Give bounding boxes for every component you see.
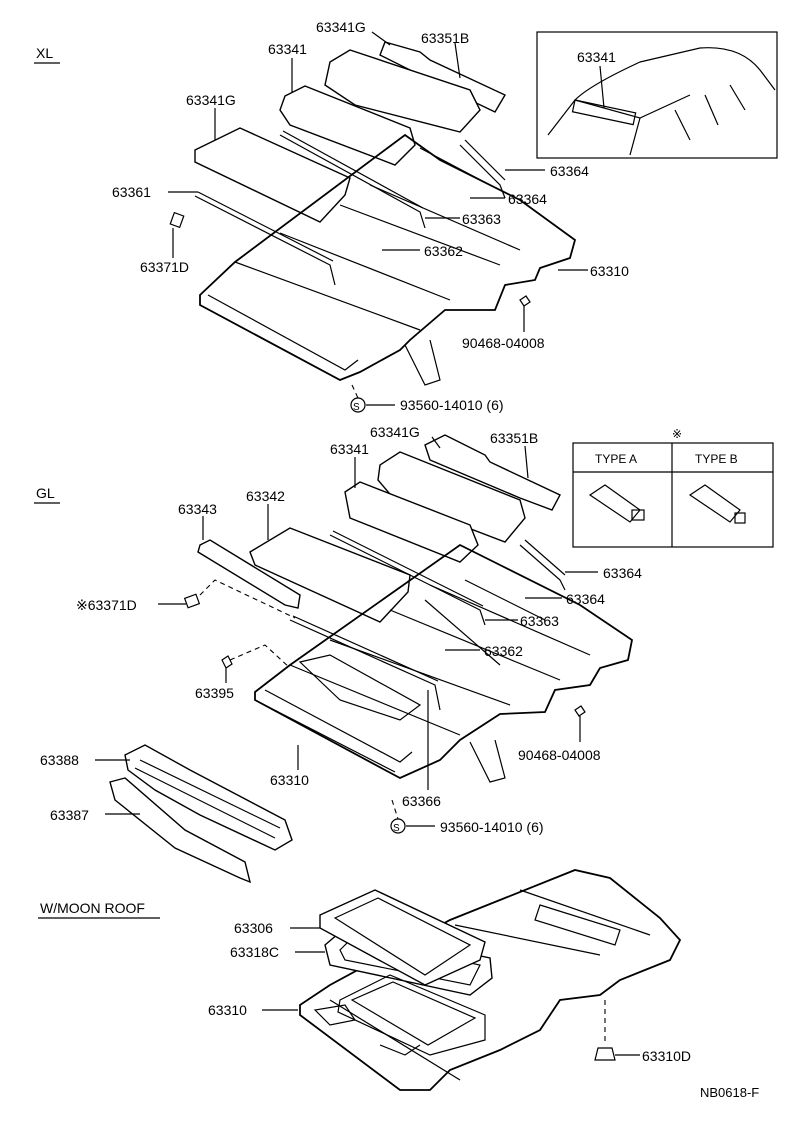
xl-label-63341: 63341 <box>268 41 307 57</box>
gl-label-63343: 63343 <box>178 501 217 517</box>
xl-panel-63341 <box>279 85 416 166</box>
gl-panel-63341 <box>344 481 479 563</box>
xl-inset-label: 63341 <box>577 49 616 65</box>
gl-headliner-63310 <box>254 543 634 780</box>
xl-label-93560: 93560-14010 (6) <box>400 397 504 413</box>
section-xl-title: XL <box>36 45 53 61</box>
xl-label-63363: 63363 <box>462 211 501 227</box>
gl-label-63341: 63341 <box>330 441 369 457</box>
gl-label-63364-b: 63364 <box>566 591 605 607</box>
section-xl: XL 63341 <box>34 19 778 413</box>
gl-label-63341G: 63341G <box>370 424 420 440</box>
diagram-code: NB0618-F <box>700 1085 759 1100</box>
gl-panel-63351B <box>424 434 561 511</box>
xl-screw-symbol: S <box>353 402 360 413</box>
xl-panel-63341G-top <box>324 49 481 133</box>
xl-label-63341G: 63341G <box>186 92 236 108</box>
xl-label-63310: 63310 <box>590 263 629 279</box>
gl-panel-63341G <box>377 451 526 543</box>
xl-label-63361: 63361 <box>112 184 151 200</box>
xl-panel-63351B <box>379 41 506 113</box>
gl-label-63387: 63387 <box>50 807 89 823</box>
gl-panel-63343 <box>197 539 301 609</box>
moonroof-label-63310: 63310 <box>208 1002 247 1018</box>
gl-part-63387 <box>109 777 252 884</box>
gl-label-63388: 63388 <box>40 752 79 768</box>
section-moonroof-title: W/MOON ROOF <box>40 900 145 916</box>
gl-label-63351B: 63351B <box>490 430 538 446</box>
moonroof-label-63318C: 63318C <box>230 944 279 960</box>
gl-label-63342: 63342 <box>246 488 285 504</box>
gl-label-63310: 63310 <box>270 772 309 788</box>
gl-part-63388 <box>124 744 293 851</box>
moonroof-label-63306: 63306 <box>234 920 273 936</box>
gl-screw-symbol: S <box>393 823 400 834</box>
gl-type-table: ※ TYPE A TYPE B <box>572 427 774 548</box>
xl-label-63371D: 63371D <box>140 259 189 275</box>
gl-label-63363: 63363 <box>520 613 559 629</box>
moonroof-label-63310D: 63310D <box>642 1048 691 1064</box>
gl-label-93560: 93560-14010 (6) <box>440 819 544 835</box>
gl-label-63364-a: 63364 <box>603 565 642 581</box>
gl-label-63371D: ※63371D <box>76 597 137 613</box>
gl-type-b-label: TYPE B <box>695 452 738 466</box>
xl-panel-63341G <box>194 127 351 223</box>
xl-label-63364-a: 63364 <box>550 163 589 179</box>
section-moonroof: W/MOON ROOF 63306 63318C 63310 63310D <box>38 869 691 1091</box>
section-gl: GL ※ TYPE A TYPE B <box>34 424 774 884</box>
gl-type-marker: ※ <box>672 427 682 441</box>
xl-inset-view: 63341 <box>536 31 778 159</box>
xl-label-63351B: 63351B <box>421 30 469 46</box>
xl-label-63362: 63362 <box>424 243 463 259</box>
moonroof-headliner-63310 <box>299 869 682 1091</box>
gl-label-90468: 90468-04008 <box>518 747 601 763</box>
gl-label-63362: 63362 <box>484 643 523 659</box>
gl-type-a-label: TYPE A <box>595 452 637 466</box>
gl-panel-63342 <box>249 527 411 623</box>
xl-label-63341G-top: 63341G <box>316 19 366 35</box>
section-gl-title: GL <box>36 485 55 501</box>
gl-label-63366: 63366 <box>402 793 441 809</box>
gl-label-63395: 63395 <box>195 685 234 701</box>
xl-label-90468: 90468-04008 <box>462 335 545 351</box>
xl-label-63364-b: 63364 <box>508 191 547 207</box>
